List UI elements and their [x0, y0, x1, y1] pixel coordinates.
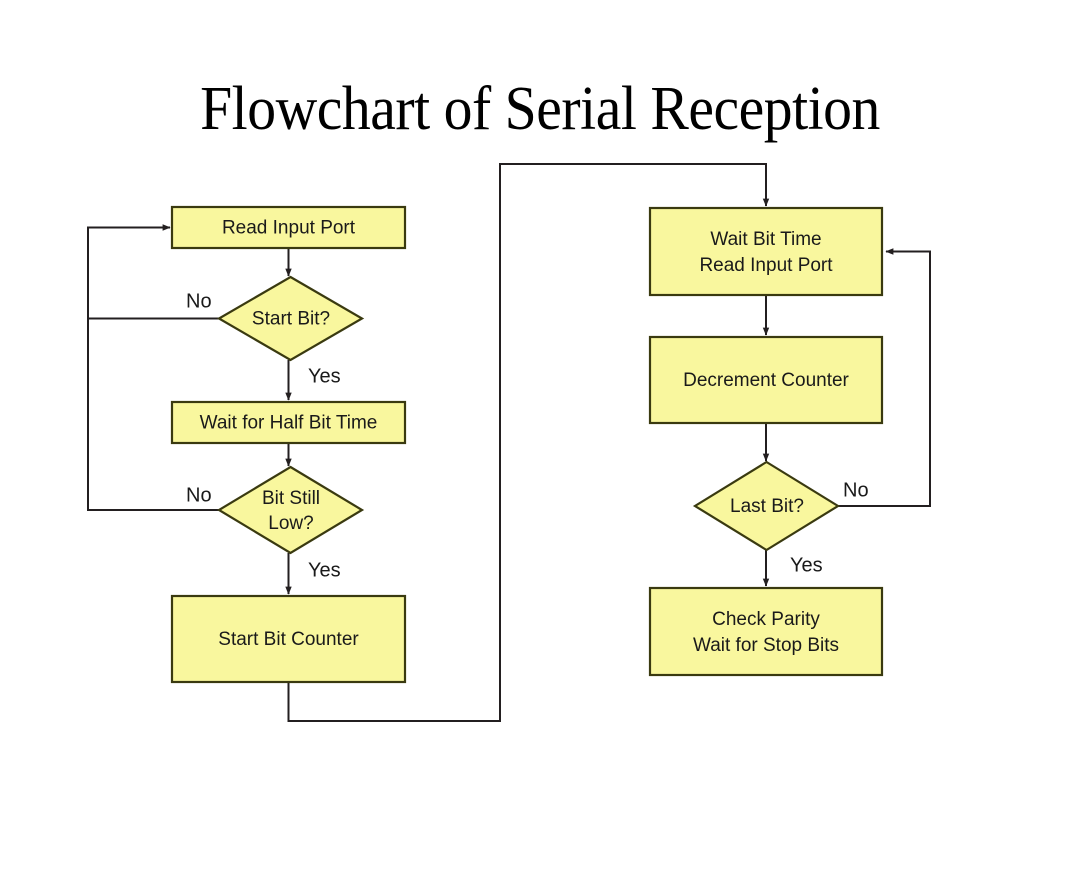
- node-label-line2: Read Input Port: [699, 255, 833, 276]
- edge-label-bit-still-low-no: No: [186, 484, 212, 506]
- edge-label-start-bit-no: No: [186, 290, 212, 312]
- page-title: Flowchart of Serial Reception: [200, 75, 880, 143]
- node-decrement-counter[interactable]: Decrement Counter: [648, 335, 884, 425]
- connector-bitstill-no-loop: [87, 227, 219, 511]
- node-start-bit[interactable]: Start Bit?: [216, 275, 365, 362]
- node-label: Start Bit Counter: [218, 629, 359, 650]
- process-box[interactable]: [170, 594, 407, 684]
- connector-counter-to-waitbittime: [287, 163, 770, 722]
- node-label: Read Input Port: [222, 218, 356, 239]
- decision-diamond[interactable]: [216, 465, 365, 555]
- connector-lastbit-no-loop: [838, 248, 931, 507]
- node-last-bit[interactable]: Last Bit?: [692, 460, 841, 552]
- edge-label-last-bit-yes: Yes: [790, 554, 823, 576]
- node-label-line1: Check Parity: [712, 609, 820, 630]
- node-wait-bit-time-read-input-port[interactable]: Wait Bit Time Read Input Port: [648, 206, 884, 297]
- process-box[interactable]: [648, 206, 884, 297]
- node-label: Wait for Half Bit Time: [200, 413, 378, 434]
- node-start-bit-counter[interactable]: Start Bit Counter: [170, 594, 407, 684]
- decision-diamond[interactable]: [216, 275, 365, 362]
- node-check-parity-wait-for-stop-bits[interactable]: Check Parity Wait for Stop Bits: [648, 586, 884, 677]
- node-label-line2: Low?: [268, 513, 313, 534]
- process-box[interactable]: [648, 335, 884, 425]
- node-label-line2: Wait for Stop Bits: [693, 635, 839, 656]
- process-box[interactable]: [170, 400, 407, 445]
- decision-diamond[interactable]: [692, 460, 841, 552]
- process-box[interactable]: [170, 205, 407, 250]
- connector-layer: [87, 163, 931, 722]
- node-label-line1: Bit Still: [262, 488, 320, 509]
- node-label: Start Bit?: [252, 309, 330, 330]
- edge-label-last-bit-no: No: [843, 479, 869, 501]
- process-box[interactable]: [648, 586, 884, 677]
- node-label-line1: Wait Bit Time: [710, 229, 821, 250]
- node-bit-still-low[interactable]: Bit Still Low?: [216, 465, 365, 555]
- edge-label-layer: No Yes No Yes No Yes: [186, 290, 869, 581]
- node-label: Decrement Counter: [683, 370, 849, 391]
- edge-label-bit-still-low-yes: Yes: [308, 559, 341, 581]
- node-wait-for-half-bit-time[interactable]: Wait for Half Bit Time: [170, 400, 407, 445]
- edge-label-start-bit-yes: Yes: [308, 365, 341, 387]
- node-label: Last Bit?: [730, 496, 804, 517]
- node-read-input-port[interactable]: Read Input Port: [170, 205, 407, 250]
